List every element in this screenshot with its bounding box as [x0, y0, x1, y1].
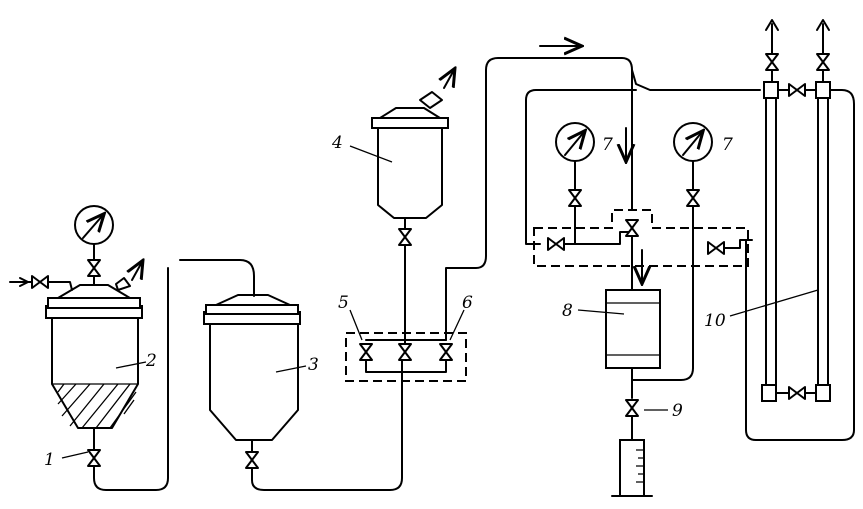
funnel-icon [419, 70, 454, 109]
valve-icon[interactable] [547, 237, 565, 251]
label-2: 2 [145, 351, 157, 371]
valve-manifold-5-6 [345, 332, 467, 382]
label-9: 9 [672, 401, 683, 421]
valve-icon[interactable] [87, 259, 101, 277]
label-6: 6 [462, 293, 473, 313]
valve-icon[interactable] [398, 343, 412, 361]
valve-icon[interactable] [686, 189, 700, 207]
pressure-gauge-icon [74, 205, 114, 286]
pressure-gauge-icon [555, 122, 595, 245]
valve-icon[interactable] [359, 343, 373, 361]
vessel-2-inlet [9, 275, 73, 291]
label-4: 4 [331, 133, 343, 153]
label-7-right: 7 [722, 135, 733, 155]
vessel-2 [45, 284, 143, 429]
vessel-4 [371, 107, 449, 219]
valve-icon[interactable] [816, 53, 830, 71]
valve-icon[interactable] [87, 449, 101, 467]
pressure-gauge-icon [673, 122, 713, 369]
valve-icon[interactable] [707, 241, 725, 255]
valve-icon[interactable] [439, 343, 453, 361]
funnel-icon [115, 262, 142, 291]
valve-icon[interactable] [568, 189, 582, 207]
valve-icon[interactable] [788, 386, 806, 400]
graduated-cylinder-icon [611, 439, 653, 497]
label-10: 10 [704, 311, 726, 331]
vessel-3 [203, 294, 301, 441]
valve-icon[interactable] [398, 228, 412, 246]
label-3: 3 [308, 355, 319, 375]
valve-icon[interactable] [31, 275, 49, 289]
column-10 [745, 19, 855, 441]
extraction-column-8 [605, 289, 661, 369]
valve-icon[interactable] [765, 53, 779, 71]
label-7-left: 7 [602, 135, 613, 155]
valve-icon[interactable] [245, 451, 259, 469]
label-5: 5 [338, 293, 349, 313]
valve-icon[interactable] [788, 83, 806, 97]
valve-icon[interactable] [625, 219, 639, 237]
valve-icon[interactable] [625, 399, 639, 417]
label-8: 8 [562, 301, 573, 321]
label-1: 1 [44, 450, 55, 470]
